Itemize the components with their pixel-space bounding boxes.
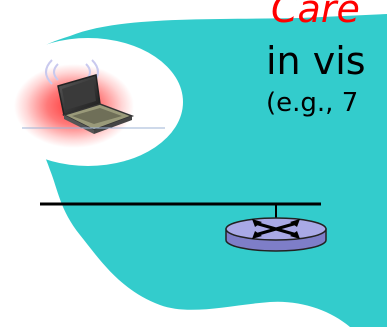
router-icon	[225, 217, 327, 252]
heading-line-2: in vis	[266, 39, 366, 83]
example-line: (e.g., 7	[266, 88, 359, 118]
heading-line-1: Care	[271, 0, 360, 31]
wireless-laptop-icon	[57, 74, 135, 134]
